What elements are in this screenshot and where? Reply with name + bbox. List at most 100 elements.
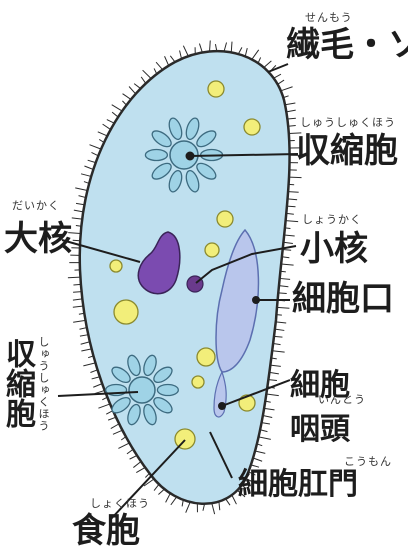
cilium [287, 118, 295, 119]
cilium [280, 278, 290, 279]
cilium [279, 286, 288, 287]
cilium [73, 299, 82, 300]
cilium [219, 502, 220, 511]
cilium [283, 242, 292, 243]
cilium [133, 461, 141, 467]
cilia-label: 繊毛・ソ [286, 28, 408, 62]
food-vacuole [114, 300, 138, 324]
cilium [68, 277, 80, 278]
cilium [73, 306, 83, 307]
cytoproct-ruby: こうもん [344, 456, 392, 467]
leader-dot [253, 297, 259, 303]
cilium [81, 174, 91, 177]
cilium [112, 105, 122, 111]
food-vacuole-ruby: しょくほう [90, 498, 150, 509]
cilium [92, 377, 100, 379]
cilium [143, 70, 152, 78]
cilia-ruby: せんもう [305, 12, 353, 23]
cilium [270, 365, 280, 366]
cilium [72, 218, 82, 219]
cilium [283, 250, 291, 251]
cilium [252, 50, 259, 60]
cilium [212, 503, 215, 514]
cilium [111, 424, 119, 429]
cilium [287, 206, 295, 207]
cilium [98, 404, 110, 408]
cilium [84, 166, 93, 170]
cilium [284, 235, 294, 236]
cilium [75, 188, 87, 191]
cilium [165, 56, 169, 65]
cilium [272, 351, 284, 352]
leader-dot [219, 403, 225, 409]
cilium [286, 110, 295, 112]
cilium [103, 124, 111, 129]
cilium [253, 458, 262, 461]
cilium [263, 416, 272, 418]
cilium [266, 394, 278, 396]
cilium [156, 62, 163, 69]
cilium [269, 372, 278, 373]
cilium [255, 451, 265, 453]
micronucleus-label: 小核 [300, 232, 368, 266]
cilium [93, 384, 102, 388]
cilium [81, 342, 90, 344]
cilium [210, 40, 211, 51]
contractile-vacuole-left-ruby: しゅうしゅくほう [38, 336, 49, 446]
contractile-vacuole-ruby: しゅうしゅくほう [300, 117, 396, 128]
cilium [288, 199, 297, 200]
cilium [259, 437, 271, 439]
cilium [277, 307, 289, 308]
leader-dot [187, 153, 194, 160]
cilium [281, 264, 293, 265]
cilium [264, 408, 274, 410]
vacuole-center [129, 377, 155, 403]
cilium [268, 380, 276, 381]
cilium [275, 329, 284, 330]
cilium [231, 42, 232, 53]
cilium [276, 322, 286, 323]
cilium [281, 87, 293, 91]
cilium [73, 320, 85, 322]
micronucleus-ruby: しょうかく [302, 214, 362, 225]
cilium [245, 48, 247, 56]
cilium [83, 363, 95, 366]
cilium [285, 103, 295, 105]
macronucleus-ruby: だいかく [12, 200, 60, 211]
vacuole-canal [145, 150, 167, 161]
cilium [118, 443, 129, 448]
cilium [264, 61, 272, 68]
cilium [98, 132, 107, 136]
leader-line [268, 64, 288, 72]
cytopharynx-label: 細胞咽頭 [290, 364, 360, 452]
food-vacuole [110, 260, 122, 272]
cilium [288, 192, 298, 193]
macronucleus-label: 大核 [4, 222, 72, 256]
cilium [136, 467, 145, 472]
food-vacuole [217, 211, 233, 227]
cilium [166, 493, 171, 502]
cilium [186, 502, 190, 513]
cilium [274, 336, 282, 337]
contractile-vacuole-left-label: 収縮胞 [2, 338, 32, 458]
food-vacuole [192, 376, 204, 388]
cilium [180, 51, 182, 59]
cilium [123, 94, 131, 100]
oral-groove-label: 細胞口 [292, 282, 394, 316]
cilium [171, 497, 177, 505]
cilium [262, 423, 270, 424]
cilium [232, 495, 237, 504]
cilium [199, 44, 202, 53]
cilium [74, 210, 83, 212]
cilium [224, 42, 226, 51]
food-vacuole [205, 243, 219, 257]
cilium [81, 349, 91, 351]
food-vacuole-label: 食胞 [72, 514, 140, 548]
cilium [183, 46, 188, 56]
cilium [113, 430, 123, 434]
cilium [73, 292, 81, 293]
cytoproct-label: 細胞肛門 [238, 470, 358, 500]
food-vacuole [175, 429, 195, 449]
food-vacuole [244, 119, 260, 135]
